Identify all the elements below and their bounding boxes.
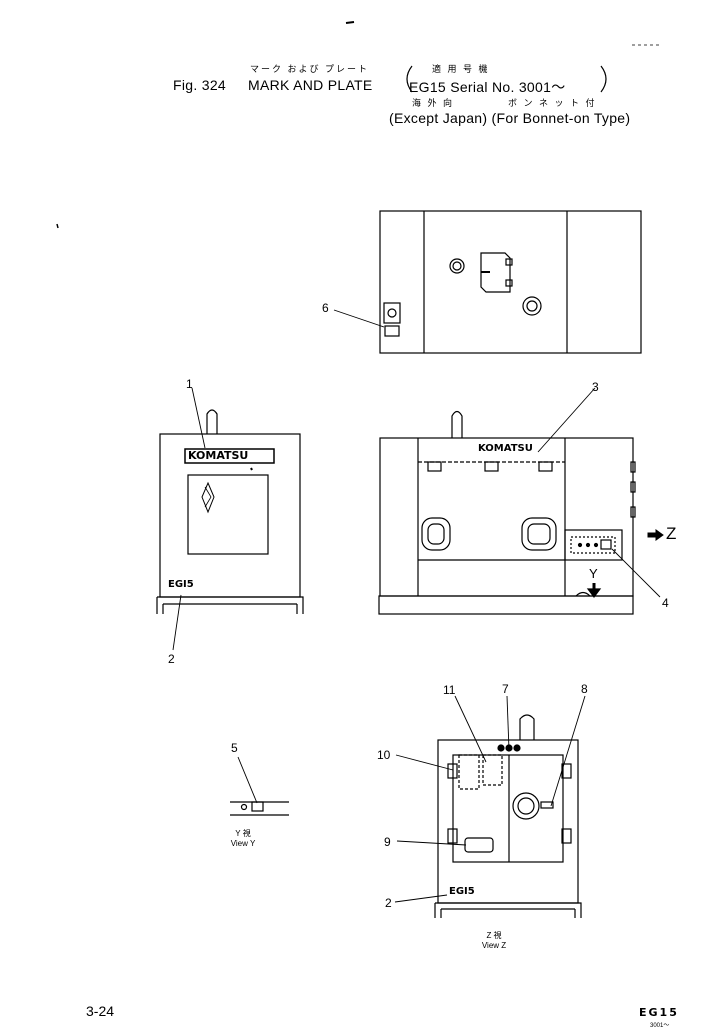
serial-range: EG15 Serial No. 3001～ <box>409 79 566 95</box>
page-number: 3-24 <box>86 1003 115 1019</box>
arrow-y-label: Y <box>589 566 598 581</box>
view-y-detail <box>230 756 289 816</box>
callout-1: 1 <box>186 377 193 391</box>
bracket-left <box>406 65 413 93</box>
view-z-jp: Z 視 <box>486 931 502 940</box>
model-mark-rear: EGI5 <box>449 886 475 897</box>
footer-model: EG15 <box>639 1006 679 1019</box>
view-z-rear <box>394 695 586 918</box>
jp-applicable-models: 適 用 号 機 <box>432 64 490 74</box>
komatsu-mark-front: KOMATSU <box>478 443 533 454</box>
callout-9: 9 <box>384 835 391 849</box>
callout-3: 3 <box>592 380 599 394</box>
komatsu-mark-side: KOMATSU <box>188 449 249 462</box>
arrow-z-label: Z <box>666 524 677 543</box>
callout-2-right: 2 <box>385 896 392 910</box>
bracket-right <box>600 65 607 93</box>
callout-10: 10 <box>377 748 391 762</box>
view-z-caption: Z 視 View Z <box>479 931 509 951</box>
view-z-label: View Z <box>481 941 507 950</box>
callout-5: 5 <box>231 741 238 755</box>
view-y-caption: Y 視 View Y <box>228 829 258 849</box>
footer-serial: 3001～ <box>650 1023 670 1029</box>
jp-title: マーク および プレート <box>250 64 370 74</box>
model-mark-side: EGI5 <box>168 579 194 590</box>
figure-subtitle: (Except Japan) (For Bonnet-on Type) <box>389 110 631 126</box>
jp-bonnet-on: ボ ン ネ ッ ト 付 <box>508 98 597 108</box>
figure-title: MARK AND PLATE <box>248 77 373 93</box>
figure-number: Fig. 324 <box>173 77 226 93</box>
front-view <box>378 387 664 615</box>
callout-6: 6 <box>322 301 329 315</box>
callout-11: 11 <box>443 683 456 697</box>
jp-except-japan: 海 外 向 <box>412 98 455 108</box>
top-view <box>333 210 642 354</box>
side-view-left <box>156 387 304 651</box>
view-y-label: View Y <box>230 839 256 848</box>
callout-7: 7 <box>502 682 509 696</box>
view-y-jp: Y 視 <box>235 829 251 838</box>
callout-8: 8 <box>581 682 588 696</box>
callout-4: 4 <box>662 596 669 610</box>
callout-2-left: 2 <box>168 652 175 666</box>
